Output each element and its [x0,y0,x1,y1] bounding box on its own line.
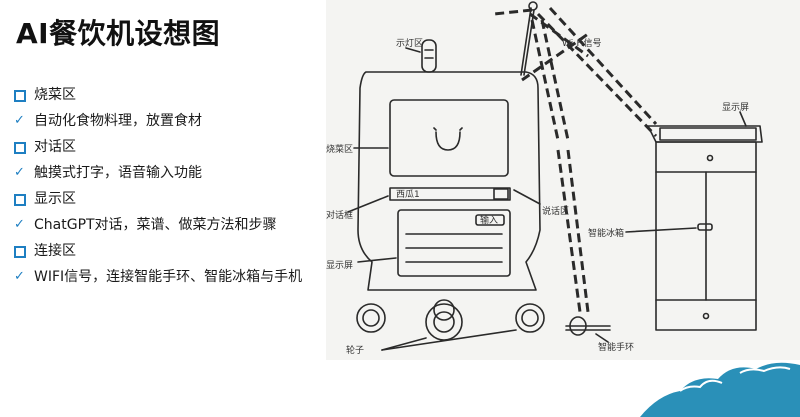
bullet-text: WIFI信号，连接智能手环、智能冰箱与手机 [34,269,303,285]
cooking-window [389,99,509,177]
antenna-tip [528,1,538,11]
square-bullet-icon [14,194,26,206]
fridge-display [659,127,757,141]
antenna [520,7,532,76]
feature-point: ✓ 触摸式打字，语音输入功能 [12,163,312,183]
label-band: 智能手环 [598,341,634,353]
bullet-text: 触摸式打字，语音输入功能 [34,165,202,181]
label-wifi: Wi-Fi信号 [562,37,601,49]
feature-list: 烧菜区 ✓ 自动化食物料理，放置食材对话区 ✓ 触摸式打字，语音输入功能显示区 ✓ Chat… [12,80,312,293]
label-input: 输入 [480,214,498,226]
check-bullet-icon: ✓ [14,269,25,284]
wheel-center [425,299,463,341]
bullet-text: 显示区 [34,191,76,207]
feature-point: ✓ ChatGPT对话，菜谱、做菜方法和步骤 [12,215,312,235]
bullet-text: 自动化食物料理，放置食材 [34,113,202,129]
check-bullet-icon: ✓ [14,165,25,180]
square-bullet-icon [14,142,26,154]
smile [435,131,461,151]
dialog-bar [389,187,511,201]
section-heading: 对话区 [12,137,312,157]
wristband [565,316,611,336]
wheel-left [356,303,386,333]
square-bullet-icon [14,246,26,258]
display-screen [397,209,511,277]
section-heading: 显示区 [12,189,312,209]
wave-decoration [640,362,800,417]
label-display: 显示屏 [326,260,353,271]
square-bullet-icon [14,90,26,102]
section-heading: 连接区 [12,241,312,261]
label-wheels: 轮子 [346,344,364,356]
check-bullet-icon: ✓ [14,113,25,128]
wheel-right [515,303,545,333]
feature-point: ✓ 自动化食物料理，放置食材 [12,111,312,131]
page-title: AI餐饮机设想图 [16,17,221,50]
sketch-drawing: 示灯区 Wi-Fi信号 烧菜区 对话框 西瓜1 输入 说话区 显示屏 轮子 智能… [326,1,763,356]
label-cooking: 烧菜区 [326,143,353,155]
bullet-text: 烧菜区 [34,87,76,103]
label-fridge: 智能冰箱 [588,227,624,239]
label-indicator: 示灯区 [396,38,423,49]
robot-body [357,71,541,291]
concept-sketch: 示灯区 Wi-Fi信号 烧菜区 对话框 西瓜1 输入 说话区 显示屏 轮子 智能… [326,0,800,360]
feature-point: ✓ WIFI信号，连接智能手环、智能冰箱与手机 [12,267,312,287]
label-dialog: 对话框 [326,209,353,221]
indicator-lamp [421,39,437,73]
bullet-text: 连接区 [34,243,76,259]
label-speaker: 说话区 [542,205,569,217]
section-heading: 烧菜区 [12,85,312,105]
check-bullet-icon: ✓ [14,217,25,232]
label-fridge-display: 显示屏 [722,102,749,113]
bullet-text: ChatGPT对话，菜谱、做菜方法和步骤 [34,217,277,233]
bullet-text: 对话区 [34,139,76,155]
label-screen-text: 西瓜1 [396,189,420,200]
